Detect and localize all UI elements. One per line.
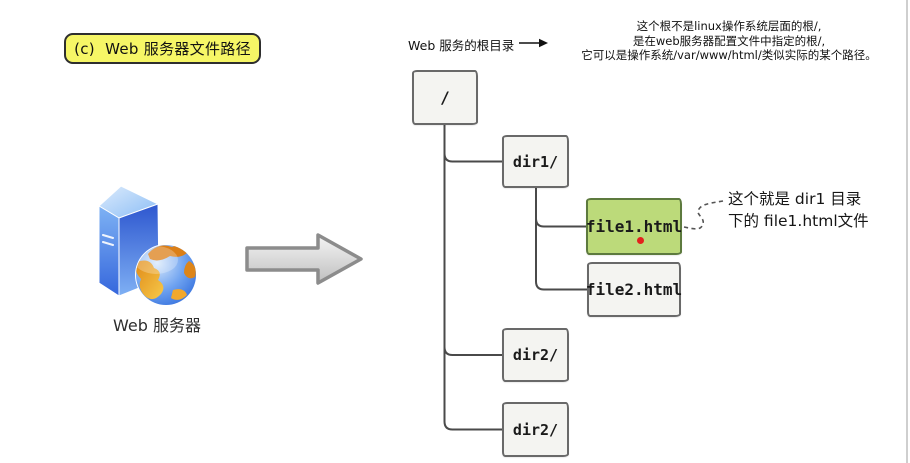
web-server-label: Web 服务器	[113, 316, 201, 335]
tree-node-dir2-first: dir2/	[502, 328, 569, 382]
root-note-line-2: 是在web服务器配置文件中指定的根/,	[632, 33, 826, 48]
page-edge-line	[906, 0, 908, 463]
file1-note-dashed-line	[683, 200, 724, 230]
root-directory-label: Web 服务的根目录	[408, 38, 515, 53]
file1-note-line-2: 下的 file1.html文件	[728, 212, 869, 230]
server-slots	[102, 234, 114, 246]
root-note-line-1: 这个根不是linux操作系统层面的根/,	[636, 19, 822, 33]
tree-node-root: /	[412, 70, 478, 125]
file1-marker-dot	[637, 237, 644, 244]
title-badge: (c) Web 服务器文件路径	[64, 33, 261, 64]
flow-arrow-icon	[245, 233, 363, 285]
tree-node-file1-highlighted: file1.html	[586, 198, 682, 255]
root-directory-note: 这个根不是linux操作系统层面的根/, 是在web服务器配置文件中指定的根/,…	[548, 19, 910, 63]
file1-note-line-1: 这个就是 dir1 目录	[728, 190, 862, 208]
tree-node-file2: file2.html	[586, 262, 682, 317]
root-note-arrow-icon	[519, 38, 548, 48]
file1-note: 这个就是 dir1 目录 下的 file1.html文件	[728, 188, 869, 232]
tree-node-dir2-second: dir2/	[502, 402, 569, 457]
globe	[135, 244, 197, 306]
tree-node-dir1: dir1/	[502, 135, 569, 188]
root-note-line-3: 它可以是操作系统/var/www/html/类似实际的某个路径。	[581, 48, 877, 62]
web-server-icon	[98, 185, 197, 306]
